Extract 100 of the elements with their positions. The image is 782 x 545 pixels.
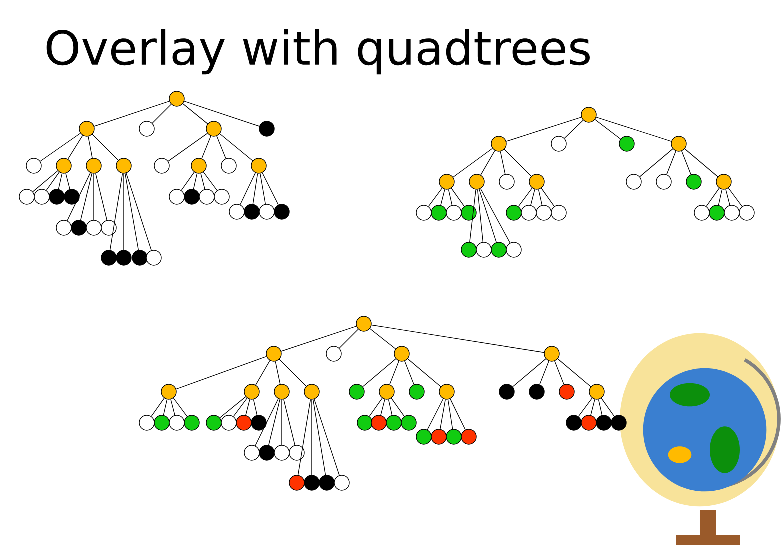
tree-node bbox=[259, 204, 275, 220]
tree-node bbox=[206, 415, 222, 431]
tree-edge bbox=[152, 104, 172, 124]
tree-edge bbox=[480, 150, 496, 176]
tree-edge bbox=[541, 188, 555, 207]
tree-edge bbox=[255, 398, 279, 446]
tree-node bbox=[656, 174, 672, 190]
tree-node bbox=[611, 415, 627, 431]
tree-node bbox=[161, 384, 177, 400]
tree-node bbox=[416, 205, 432, 221]
tree-node bbox=[386, 415, 402, 431]
tree-edge bbox=[682, 150, 692, 176]
tree-node bbox=[244, 384, 260, 400]
tree-node bbox=[394, 346, 410, 362]
tree-node bbox=[461, 429, 477, 445]
tree-edge bbox=[479, 189, 497, 243]
tree-edge bbox=[512, 358, 546, 388]
tree-edge bbox=[32, 170, 58, 192]
tree-edge bbox=[706, 188, 720, 207]
tree-node bbox=[132, 250, 148, 266]
tree-edge bbox=[253, 399, 258, 416]
tree-node bbox=[266, 346, 282, 362]
tree-edge bbox=[314, 399, 340, 476]
tree-node bbox=[169, 415, 185, 431]
tree-node bbox=[116, 158, 132, 174]
tree-edge bbox=[380, 399, 386, 416]
tree-edge bbox=[601, 398, 615, 417]
tree-edge bbox=[470, 189, 476, 243]
tree-node bbox=[101, 250, 117, 266]
tree-node bbox=[139, 415, 155, 431]
tree-edge bbox=[260, 173, 266, 205]
tree-node bbox=[716, 174, 732, 190]
tree-edge bbox=[246, 399, 250, 416]
tree-node bbox=[191, 158, 207, 174]
tree-edge bbox=[173, 398, 188, 418]
tree-node bbox=[596, 415, 612, 431]
tree-node bbox=[334, 475, 350, 491]
tree-node bbox=[86, 158, 102, 174]
tree-node bbox=[686, 174, 702, 190]
tree-node bbox=[229, 204, 245, 220]
tree-edge bbox=[80, 173, 93, 221]
tree-node bbox=[379, 384, 395, 400]
tree-edge bbox=[448, 189, 453, 206]
tree-node bbox=[101, 220, 117, 236]
tree-node bbox=[236, 415, 252, 431]
tree-edge bbox=[262, 172, 279, 206]
tree-node bbox=[251, 158, 267, 174]
tree-edge bbox=[578, 398, 593, 418]
tree-node bbox=[116, 250, 132, 266]
tree-node bbox=[491, 242, 507, 258]
tree-edge bbox=[203, 172, 218, 192]
tree-node bbox=[34, 189, 50, 205]
tree-edge bbox=[176, 356, 267, 390]
tree-node bbox=[169, 189, 185, 205]
tree-edge bbox=[170, 399, 176, 416]
tree-node bbox=[581, 107, 597, 123]
tree-edge bbox=[252, 173, 258, 205]
tree-node bbox=[739, 205, 755, 221]
tree-edge bbox=[718, 189, 723, 206]
tree-edge bbox=[477, 189, 484, 243]
tree-edge bbox=[67, 172, 91, 222]
tree-node bbox=[206, 121, 222, 137]
tree-edge bbox=[390, 360, 400, 386]
tree-edge bbox=[540, 360, 550, 386]
tree-edge bbox=[564, 120, 584, 139]
tree-node bbox=[499, 384, 515, 400]
tree-node bbox=[259, 445, 275, 461]
tree-edge bbox=[184, 101, 260, 127]
tree-edge bbox=[110, 173, 124, 251]
tree-node bbox=[356, 316, 372, 332]
tree-edge bbox=[506, 117, 582, 142]
tree-edge bbox=[92, 134, 119, 161]
tree-node bbox=[304, 475, 320, 491]
tree-edge bbox=[281, 326, 357, 352]
tree-node bbox=[274, 445, 290, 461]
tree-node bbox=[551, 205, 567, 221]
tree-edge bbox=[182, 104, 208, 124]
tree-edge bbox=[202, 136, 212, 160]
tree-node bbox=[221, 158, 237, 174]
tree-edge bbox=[96, 173, 108, 221]
tree-node bbox=[146, 250, 162, 266]
tree-edge bbox=[590, 399, 596, 416]
tree-node bbox=[371, 415, 387, 431]
tree-node bbox=[521, 205, 537, 221]
tree-node bbox=[439, 174, 455, 190]
tree-edge bbox=[220, 396, 246, 418]
slide-title: Overlay with quadtrees bbox=[46, 29, 590, 75]
tree-edge bbox=[40, 133, 81, 162]
tree-edge bbox=[193, 173, 198, 190]
tree-node bbox=[214, 189, 230, 205]
tree-node bbox=[251, 415, 267, 431]
tree-node bbox=[694, 205, 710, 221]
tree-node bbox=[559, 384, 575, 400]
tree-edge bbox=[58, 173, 63, 190]
tree-node bbox=[221, 415, 237, 431]
tree-node bbox=[26, 158, 42, 174]
tree-node bbox=[461, 205, 477, 221]
tree-edge bbox=[275, 361, 281, 385]
tree-edge bbox=[448, 399, 454, 430]
tree-edge bbox=[94, 101, 170, 127]
